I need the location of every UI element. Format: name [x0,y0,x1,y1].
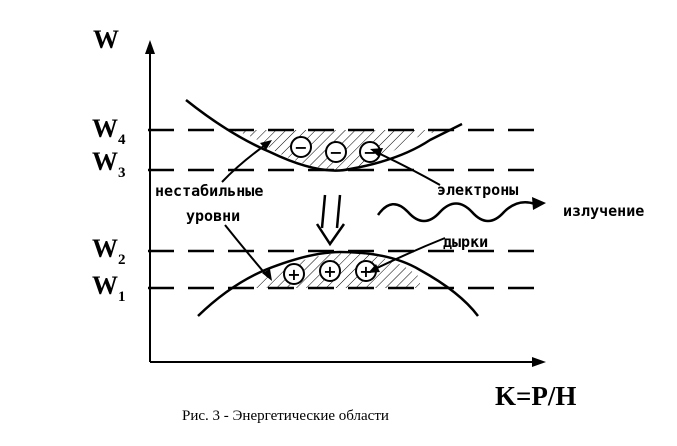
y-axis-label: W [93,25,119,54]
unstable-lower-pointer [224,224,269,278]
x-axis-arrow-icon [532,357,546,367]
electrons: − − − [290,136,381,163]
electron-icon [325,141,347,163]
hole-sign: + [287,265,300,284]
electron-sign: − [363,143,376,162]
energy-levels [148,128,545,290]
level-label-w3: W3 [92,147,126,181]
arrowhead-icon [260,140,272,150]
pointer-arrows [221,140,446,281]
arrowhead-icon [368,264,380,273]
holes-pointer [372,237,446,271]
hole-icon [319,260,341,282]
radiation-label: излучение [563,202,644,220]
arrowhead-icon [262,269,272,281]
axes [145,40,546,367]
hole-sign: + [323,262,336,281]
holes-label: дырки [443,233,488,251]
unstable-levels-label-line2: уровни [186,207,240,225]
y-axis-arrow-icon [145,40,155,54]
arrowhead-icon [370,148,383,157]
level-label-w1: W1 [92,271,126,305]
electron-sign: − [329,143,342,162]
radiation-arrow-icon [532,197,546,210]
valence-band-curve [197,250,479,317]
unstable-levels-label-line1: нестабильные [155,182,263,200]
unstable-upper-pointer [221,142,269,183]
level-label-w2: W2 [92,234,126,268]
hole-sign: + [359,262,372,281]
electrons-pointer [375,151,441,186]
valence-band-fill [255,253,420,288]
electron-sign: − [294,138,307,157]
holes: + + + [283,260,377,285]
figure-caption: Рис. 3 - Энергетические области [182,408,389,424]
radiation-wave [376,201,536,223]
hole-icon [283,263,305,285]
transition-arrow-icon [315,194,346,247]
electron-icon [290,136,312,158]
level-label-w4: W4 [92,114,126,148]
x-axis-label: K=P/H [495,381,576,411]
conduction-band-curve [185,99,463,172]
electrons-label: электроны [437,181,518,199]
